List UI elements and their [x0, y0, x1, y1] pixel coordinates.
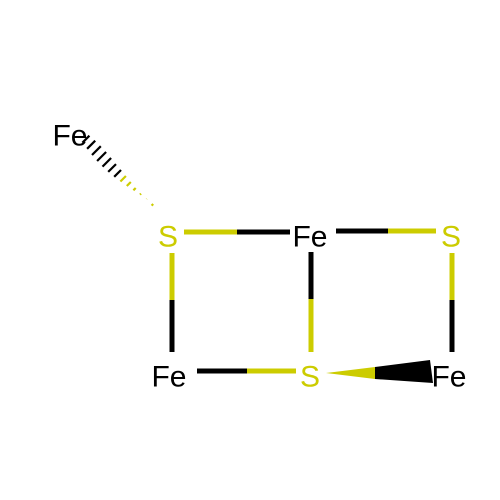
bond-hashed-wedge-fe-s	[81, 134, 154, 207]
atom-label-iron: Fe	[431, 361, 466, 394]
hash-line	[126, 181, 132, 187]
hash-line	[96, 151, 107, 162]
atom-label-iron: Fe	[52, 120, 87, 153]
hash-line	[101, 157, 112, 168]
atom-label-iron: Fe	[151, 361, 186, 394]
hash-line	[150, 203, 154, 207]
hash-line	[86, 139, 96, 150]
hash-line	[139, 192, 142, 196]
wedge-sulfur-part	[326, 367, 375, 379]
atom-label-sulfur: S	[158, 221, 178, 254]
hash-line	[107, 163, 117, 173]
hash-line	[81, 134, 91, 144]
bond-solid-wedge-s-fe	[326, 360, 433, 383]
atom-label-sulfur: S	[300, 361, 320, 394]
atom-label-iron: Fe	[292, 221, 327, 254]
hash-line	[91, 145, 102, 156]
hash-line	[113, 169, 122, 178]
hash-line	[132, 187, 137, 192]
atom-label-sulfur: S	[441, 221, 461, 254]
wedge-iron-part	[375, 360, 433, 383]
hash-line	[119, 175, 127, 183]
